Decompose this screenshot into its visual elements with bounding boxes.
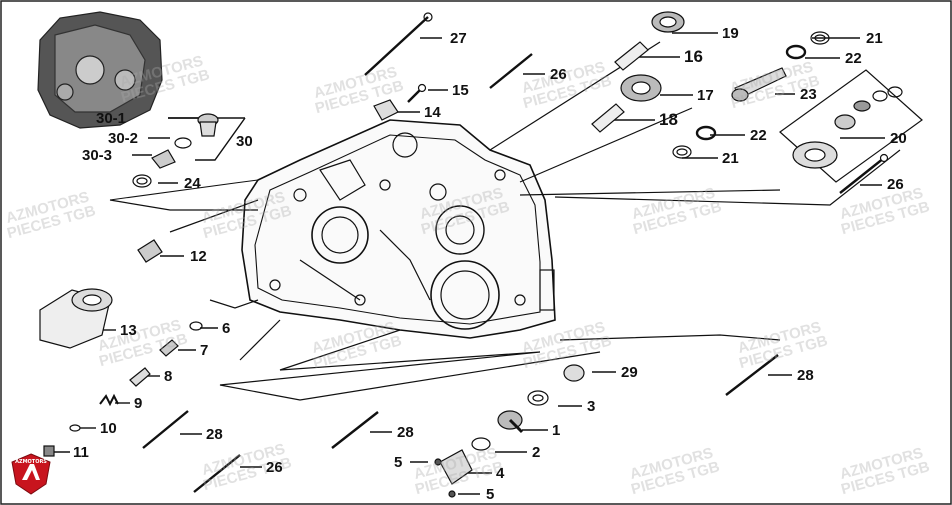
part-6-washer — [189, 321, 203, 331]
callout-15: 15 — [452, 82, 469, 99]
part-2-washer — [471, 437, 491, 451]
callout-8: 8 — [164, 368, 173, 385]
part-30-sensor — [151, 113, 219, 169]
callout-22-top: 22 — [845, 50, 862, 67]
part-22-oring-mid — [695, 125, 717, 141]
part-21-washer-mid — [672, 145, 692, 159]
part-20-pump-kit — [779, 69, 923, 183]
callout-24: 24 — [184, 175, 201, 192]
callout-23: 23 — [800, 86, 817, 103]
part-13-filter — [39, 288, 113, 349]
bolt-28-right — [725, 354, 779, 396]
azmotors-logo: AZMOTORS — [11, 453, 51, 495]
callout-28-right: 28 — [797, 367, 814, 384]
bolt-27 — [364, 16, 429, 76]
callout-2: 2 — [532, 444, 541, 461]
callout-30-1: 30-1 — [96, 110, 127, 127]
callout-13: 13 — [120, 322, 137, 339]
part-16-shaft — [614, 41, 649, 71]
part-1-gear — [497, 410, 524, 434]
callout-30-3: 30-3 — [82, 147, 113, 164]
callout-4: 4 — [496, 465, 505, 482]
part-8-plunger — [129, 367, 151, 387]
part-18-shaft — [591, 103, 625, 133]
callout-27: 27 — [450, 30, 467, 47]
callout-12: 12 — [190, 248, 207, 265]
part-4-bracket — [439, 449, 473, 485]
callout-14: 14 — [424, 104, 441, 121]
engine-thumbnail — [37, 11, 163, 129]
callout-21-top: 21 — [866, 30, 883, 47]
part-23-shaft — [731, 67, 787, 102]
callout-10: 10 — [100, 420, 117, 437]
callout-9: 9 — [134, 395, 143, 412]
bolt-26-top — [489, 53, 533, 89]
callout-3: 3 — [587, 398, 596, 415]
callout-21-mid: 21 — [722, 150, 739, 167]
callout-20: 20 — [890, 130, 907, 147]
callout-29: 29 — [621, 364, 638, 381]
callout-28-left: 28 — [206, 426, 223, 443]
callout-5-bottom: 5 — [486, 486, 495, 503]
callout-26-right: 26 — [887, 176, 904, 193]
callout-5-top: 5 — [394, 454, 403, 471]
callout-26-bottom: 26 — [266, 459, 283, 476]
bolt-28-left — [142, 410, 189, 449]
callout-1: 1 — [552, 422, 561, 439]
callout-11: 11 — [73, 444, 89, 461]
part-9-spring — [99, 393, 119, 407]
bolt-26-bottom — [193, 454, 241, 493]
part-15-bolt — [407, 83, 427, 103]
part-10-washer — [69, 424, 81, 432]
part-27-head — [423, 12, 433, 22]
part-17-gear — [620, 74, 662, 102]
part-5-screw-bottom — [448, 490, 456, 498]
callout-22-mid: 22 — [750, 127, 767, 144]
part-22-oring-top — [785, 44, 807, 60]
part-11-plug — [43, 445, 55, 457]
part-26-right-head — [879, 153, 889, 163]
callout-30-2: 30-2 — [108, 130, 139, 147]
part-3-washer — [527, 390, 549, 406]
part-24-washer — [132, 174, 152, 188]
part-21-washer-top — [810, 31, 830, 45]
bolt-26-right — [839, 157, 885, 194]
logo-text: AZMOTORS — [15, 459, 47, 465]
part-19-gear — [651, 11, 685, 33]
callout-17: 17 — [697, 87, 714, 104]
part-5-screw-top — [434, 458, 442, 466]
callout-26-top: 26 — [550, 66, 567, 83]
part-12-fitting — [137, 239, 163, 263]
callout-28-mid: 28 — [397, 424, 414, 441]
callout-19: 19 — [722, 25, 739, 42]
callout-6: 6 — [222, 320, 231, 337]
callout-7: 7 — [200, 342, 209, 359]
callout-30: 30 — [236, 133, 253, 150]
callout-18: 18 — [659, 110, 678, 129]
part-29-bush — [563, 364, 585, 382]
part-7-clip — [159, 339, 179, 357]
crankcase-half — [241, 119, 556, 339]
callout-16: 16 — [684, 47, 703, 66]
bolt-28-mid — [331, 411, 379, 449]
part-14-cover — [373, 99, 399, 121]
